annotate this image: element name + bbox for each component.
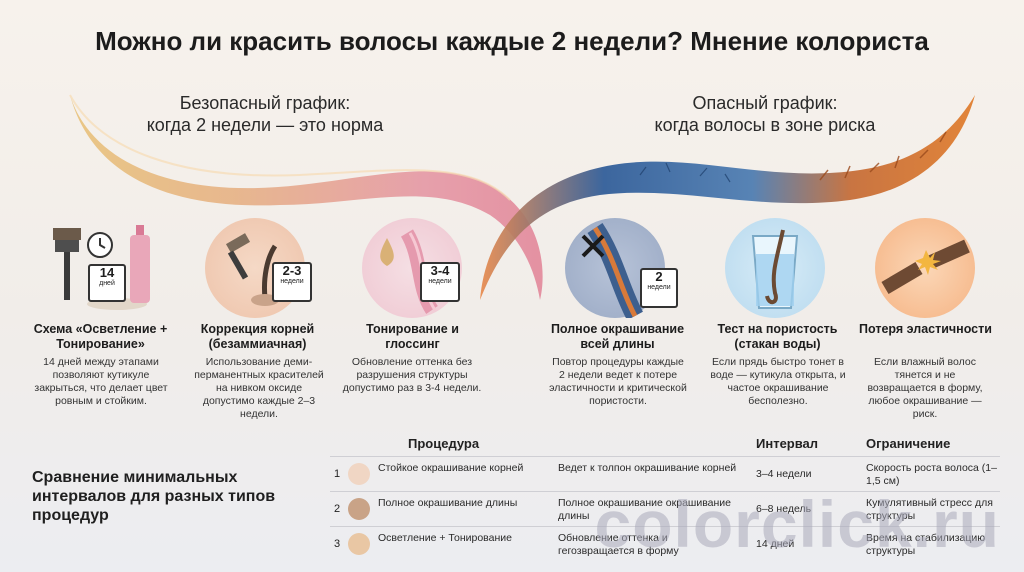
hair-strands-illustration xyxy=(69,94,975,300)
card5-title: Тест на пористость (стакан воды) xyxy=(717,322,838,351)
table-divider xyxy=(330,491,1000,492)
bottle-icon xyxy=(130,225,150,303)
safe-header-line2: когда 2 недели — это норма xyxy=(146,115,384,135)
row-limit: Скорость роста волоса (1–1,5 см) xyxy=(866,462,997,487)
row-interval: 3–4 недели xyxy=(756,468,812,480)
row-limit: Время на стабилизацию структуры xyxy=(866,532,986,557)
hair-strand-icon xyxy=(348,498,370,520)
header-limit: Ограничение xyxy=(866,436,951,451)
card6-illustration xyxy=(875,218,975,318)
row-interval: 14 дней xyxy=(756,538,795,550)
card1-illustration: 14 дней xyxy=(45,220,155,315)
badge-unit: дней xyxy=(99,280,115,287)
row-effect: Полное окрашивание окрашивание длины xyxy=(558,497,732,522)
badge-number: 3-4 xyxy=(430,263,450,278)
card4-title: Полное окрашивание всей длины xyxy=(550,322,685,351)
brush-icon xyxy=(348,533,370,555)
badge-number: 2 xyxy=(655,269,663,284)
weeks-badge-2: 2 недели xyxy=(640,268,678,308)
row-effect: Ведет к толпон окрашивание корней xyxy=(558,462,737,474)
card5-desc: Если прядь быстро тонет в воде — кутикул… xyxy=(710,356,846,407)
row-procedure: Осветление + Тонирование xyxy=(378,532,512,544)
card3-desc: Обновление оттенка без разрушения структ… xyxy=(342,356,482,394)
badge-unit: недели xyxy=(280,278,304,285)
row-limit: Кумулятивный стресс для структуры xyxy=(866,497,993,522)
row-number: 2 xyxy=(334,503,341,515)
row-procedure: Стойкое окрашивание корней xyxy=(378,462,524,474)
safe-header-line1: Безопасный график: xyxy=(179,93,351,113)
card3-title: Тонирование и глоссинг xyxy=(366,322,459,351)
badge-unit: недели xyxy=(647,284,671,291)
comparison-label: Сравнение минимальных интервалов для раз… xyxy=(32,469,276,524)
clock-icon xyxy=(87,232,113,258)
table-row: 2 Полное окрашивание длины Полное окраши… xyxy=(330,493,1000,526)
table-divider xyxy=(330,456,1000,457)
table-row: 3 Осветление + Тонирование Обновление от… xyxy=(330,528,1000,561)
days-badge: 14 дней xyxy=(88,264,126,302)
row-number: 3 xyxy=(334,538,341,550)
table-row: 1 Стойкое окрашивание корней Ведет к тол… xyxy=(330,458,1000,491)
clock-icon xyxy=(348,463,370,485)
row-number: 1 xyxy=(334,468,341,480)
watermark: colorclick.ru xyxy=(594,487,1000,561)
card5-illustration xyxy=(725,218,825,318)
row-interval: 6–8 недель xyxy=(756,503,812,515)
badge-unit: недели xyxy=(428,278,452,285)
cross-icon xyxy=(581,223,644,321)
card6-desc: Если влажный волос тянется и не возвраща… xyxy=(867,356,983,420)
table-divider xyxy=(330,526,1000,527)
danger-header-line1: Опасный график: xyxy=(692,93,838,113)
weeks-badge-2-3: 2-3 недели xyxy=(272,262,312,302)
page-title: Можно ли красить волосы каждые 2 недели?… xyxy=(95,26,929,56)
card2-title: Коррекция корней (безаммиачная) xyxy=(200,322,315,351)
row-effect: Обновление оттенка и гегозвращается в фо… xyxy=(558,532,679,557)
card1-desc: 14 дней между этапами позволяют кутикуле… xyxy=(34,356,168,407)
weeks-badge-3-4: 3-4 недели xyxy=(420,262,460,302)
water-glass-icon xyxy=(751,229,799,309)
card4-desc: Повтор процедуры каждые 2 недели ведет к… xyxy=(549,356,687,407)
danger-header-line2: когда волосы в зоне риска xyxy=(654,115,876,135)
card6-title: Потеря эластичности xyxy=(859,322,992,336)
card1-title: Схема «Осветление + Тонирование» xyxy=(33,322,168,351)
card2-desc: Использование деми-перманентных красител… xyxy=(194,356,324,420)
danger-schedule-header: Опасный график: когда волосы в зоне риск… xyxy=(600,92,930,136)
header-procedure: Процедура xyxy=(408,436,480,451)
broken-hair-icon xyxy=(881,239,970,295)
badge-number: 14 xyxy=(99,265,115,280)
badge-number: 2-3 xyxy=(282,263,302,278)
header-interval: Интервал xyxy=(756,436,819,451)
row-procedure: Полное окрашивание длины xyxy=(378,497,518,509)
safe-schedule-header: Безопасный график: когда 2 недели — это … xyxy=(100,92,430,136)
